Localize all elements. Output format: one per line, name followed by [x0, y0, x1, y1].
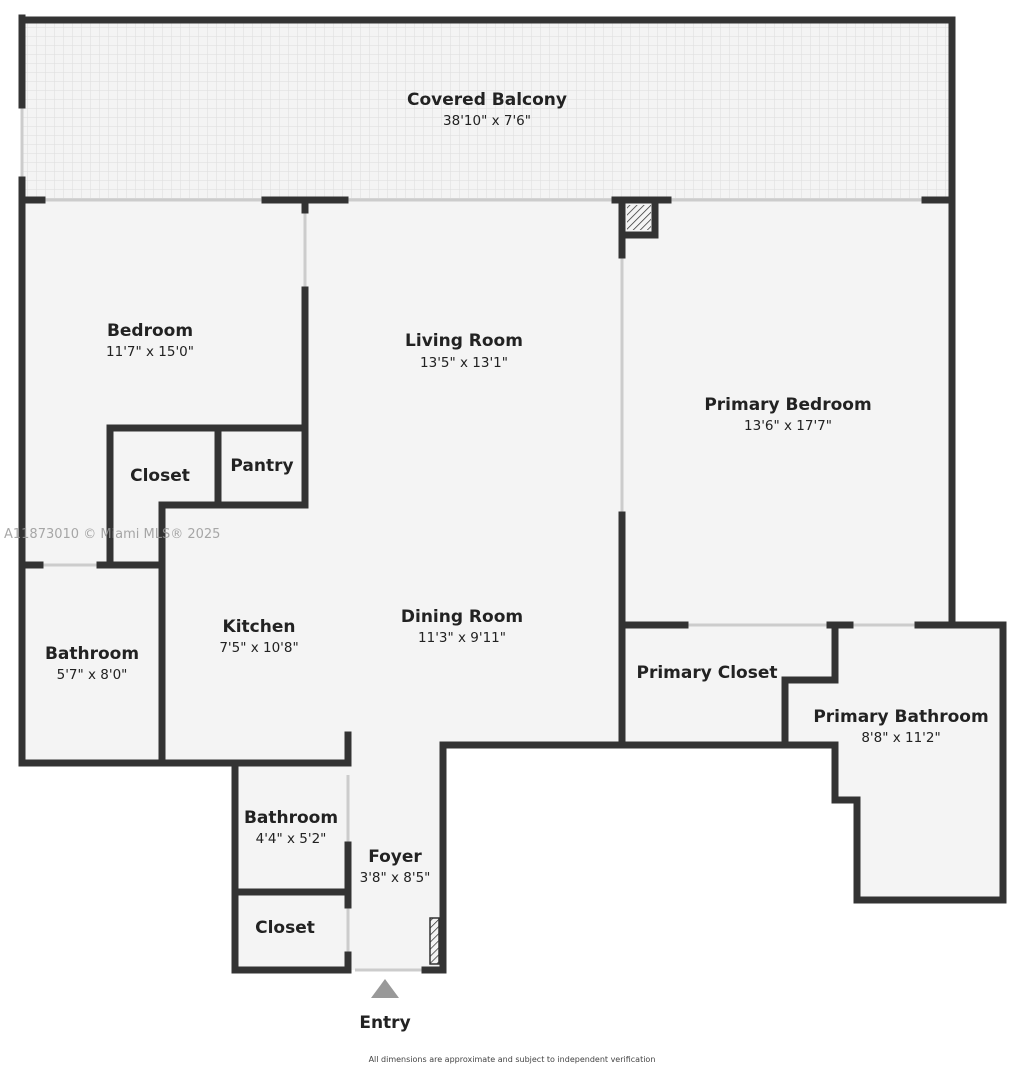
room-dim: 11'7" x 15'0" [106, 344, 194, 360]
room-dim: 8'8" x 11'2" [861, 730, 940, 746]
unit-floor [22, 200, 1003, 970]
walls [18, 14, 1007, 974]
room-dim: 4'4" x 5'2" [256, 831, 327, 847]
watermark: A11873010 © Miami MLS® 2025 [4, 527, 220, 542]
room-name: Primary Bedroom [704, 395, 871, 415]
room-dim: 7'5" x 10'8" [219, 640, 298, 656]
room-name: Bathroom [244, 808, 338, 828]
room-name: Bathroom [45, 644, 139, 664]
foyer-hatch [429, 917, 440, 965]
room-name: Foyer [368, 847, 422, 867]
room-name: Closet [130, 466, 190, 486]
room-name: Bedroom [107, 321, 193, 341]
room-name: Covered Balcony [407, 90, 567, 110]
entry-arrow-icon [371, 979, 399, 998]
room-name: Dining Room [401, 607, 523, 627]
room-dim: 11'3" x 9'11" [418, 630, 506, 646]
room-name: Kitchen [223, 617, 296, 637]
floors [22, 20, 1003, 970]
balcony-floor [22, 20, 952, 200]
room-name: Primary Closet [637, 663, 778, 683]
room-name: Living Room [405, 331, 523, 351]
room-dim: 13'5" x 13'1" [420, 355, 508, 371]
room-name: Primary Bathroom [813, 707, 988, 727]
room-dim: 5'7" x 8'0" [57, 667, 128, 683]
room-dim: 13'6" x 17'7" [744, 418, 832, 434]
shaft-hatch [627, 205, 651, 230]
room-dim: 38'10" x 7'6" [443, 113, 531, 129]
room-dim: 3'8" x 8'5" [360, 870, 431, 886]
footer-disclaimer: All dimensions are approximate and subje… [369, 1055, 656, 1064]
room-name: Closet [255, 918, 315, 938]
entry-label: Entry [359, 1013, 410, 1033]
room-name: Pantry [230, 456, 293, 476]
